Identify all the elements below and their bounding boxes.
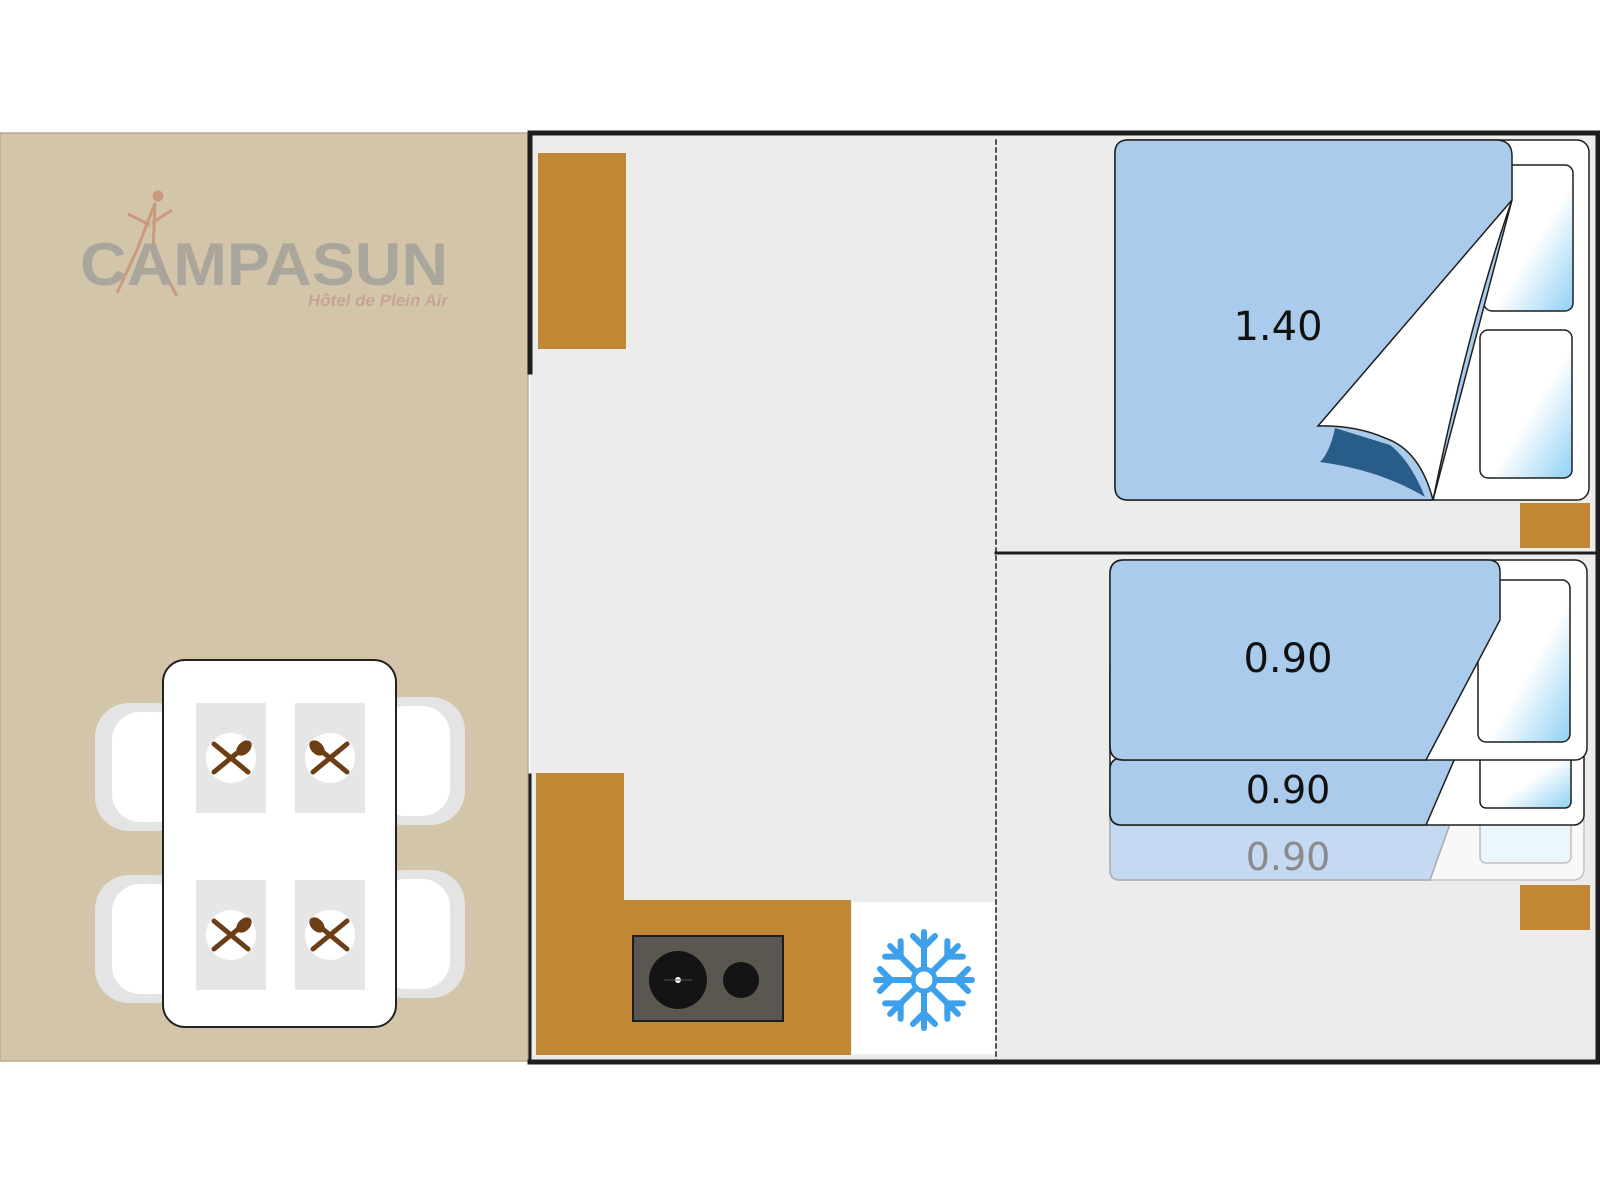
- bed-size-label: 0.90: [1246, 835, 1331, 879]
- walls: [527, 130, 1600, 1065]
- campasun-logo: CAMPASUN Hôtel de Plein Air: [80, 190, 450, 310]
- nightstand: [1520, 885, 1590, 930]
- duvet-fold-shadow: [1320, 428, 1425, 497]
- logo-figure-icon: [115, 190, 179, 297]
- place-setting: [295, 703, 365, 813]
- nightstand: [1520, 503, 1590, 548]
- double-bed: 1.40: [1114, 139, 1590, 501]
- place-setting: [196, 703, 266, 813]
- snowflake-icon: [873, 929, 975, 1031]
- bunk-bed-top: 0.90: [1109, 559, 1588, 761]
- pillow: [1479, 329, 1573, 479]
- dining-set: [95, 659, 465, 1028]
- logo-tagline: Hôtel de Plein Air: [308, 291, 450, 310]
- duvet-fold: [1316, 199, 1513, 501]
- mattress: [1109, 757, 1457, 826]
- wardrobe: [538, 153, 626, 349]
- bed-size-label: 0.90: [1243, 636, 1332, 682]
- bed-size-label: 1.40: [1233, 304, 1322, 350]
- logo-name: CAMPASUN: [80, 231, 448, 298]
- place-setting: [196, 880, 266, 990]
- mattress: [1109, 559, 1501, 761]
- cooktop-icon: [632, 935, 784, 1022]
- bed-size-label: 0.90: [1246, 768, 1331, 812]
- place-setting: [295, 880, 365, 990]
